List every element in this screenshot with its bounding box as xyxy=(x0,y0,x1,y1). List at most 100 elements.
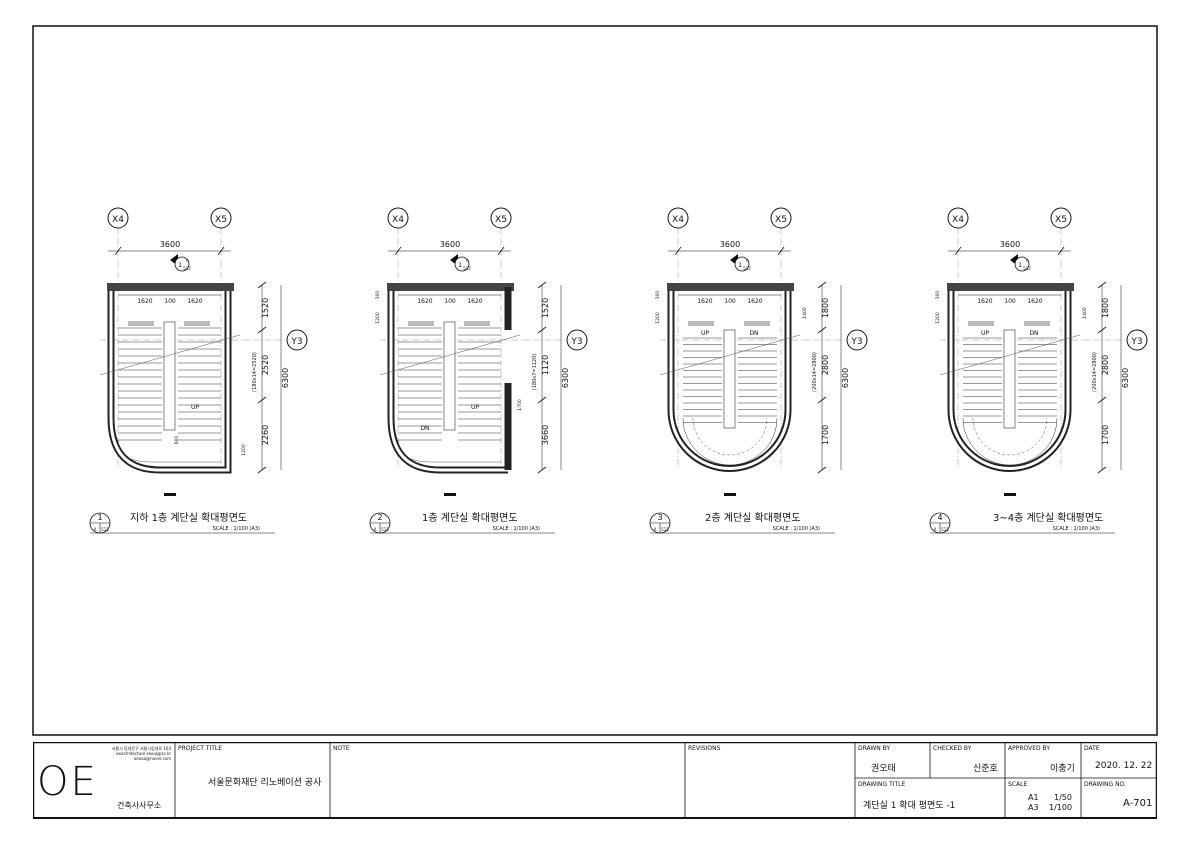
hatch-block xyxy=(968,321,994,326)
dn-label: DN xyxy=(420,425,429,432)
plan-scale: SCALE : 1/100 (A3) xyxy=(1053,526,1100,532)
dim-overall-height: 6300 xyxy=(561,368,570,388)
dn-label: DN xyxy=(749,330,758,337)
dim-tick xyxy=(954,246,962,256)
hatch-block xyxy=(688,321,714,326)
checked-by-label: CHECKED BY xyxy=(933,745,972,752)
note-label: NOTE xyxy=(333,745,350,752)
dim-tick xyxy=(537,466,547,474)
dim-right-stair: 1620 xyxy=(1027,298,1042,305)
dim-vertical: 1120 xyxy=(541,355,550,375)
section-marker xyxy=(454,256,470,272)
plan-number: 3 xyxy=(657,513,662,522)
stair-handrail-core xyxy=(443,321,456,431)
office-email: oearchitecture.seoul@ac.kr xyxy=(116,751,171,756)
plan-title: 3~4층 계단실 확대평면도 xyxy=(993,512,1103,524)
drawing-title-label: DRAWING TITLE xyxy=(858,781,906,788)
dim-vertical: 2260 xyxy=(261,425,270,445)
plan-number: 4 xyxy=(937,513,942,522)
dim-tick xyxy=(1097,396,1107,404)
revisions-label: REVISIONS xyxy=(688,745,721,752)
dim-small: 300 xyxy=(655,291,661,300)
section-marker-sheet: A xyxy=(1026,258,1029,263)
landing-line xyxy=(397,439,501,463)
drawn-by: 권오태 xyxy=(871,764,896,774)
grid-bubble-y3 xyxy=(846,329,868,351)
break-line xyxy=(659,334,801,376)
callout-sheet-no: 511 xyxy=(101,527,109,532)
office-name: 건축사사무소 xyxy=(117,801,162,810)
dim-tick xyxy=(674,246,682,256)
up-label: UP xyxy=(701,330,709,337)
dim-overall-width: 3600 xyxy=(1000,240,1020,249)
landing-arc xyxy=(962,417,1058,466)
grid-label-x4: X4 xyxy=(392,215,404,225)
dim-gap: 100 xyxy=(724,298,736,305)
grid-bubble-y3 xyxy=(566,329,588,351)
grid-label-x5: X5 xyxy=(775,215,787,225)
landing-arc xyxy=(682,417,778,466)
section-marker xyxy=(174,256,190,272)
plan-title: 1층 계단실 확대평면도 xyxy=(422,512,518,524)
landing-line xyxy=(117,439,221,463)
dim-small: 600 xyxy=(174,436,180,445)
grid-label-x5: X5 xyxy=(215,215,227,225)
section-marker-num: 1 xyxy=(458,262,462,269)
stair-handrail-core xyxy=(163,321,176,431)
dim-tick xyxy=(114,246,122,256)
callout-sheet: A xyxy=(374,527,377,532)
dim-overall-height: 6300 xyxy=(1121,368,1130,388)
dim-right-stair: 1620 xyxy=(187,298,202,305)
grid-label-y3: Y3 xyxy=(570,337,582,347)
break-line xyxy=(939,334,1081,376)
dim-left-stair: 1620 xyxy=(417,298,432,305)
section-marker-num: 1 xyxy=(1018,262,1022,269)
dim-vertical: 1520 xyxy=(261,298,270,318)
title-block: 서울시 동대문구 서울시립대로 163 oearchitecture.seoul… xyxy=(33,742,1157,819)
dim-tick xyxy=(1097,326,1107,334)
dim-small: 1400 xyxy=(802,307,808,319)
plan-title: 지하 1층 계단실 확대평면도 xyxy=(130,511,247,524)
drawing-title: 계단실 1 확대 평면도 -1 xyxy=(863,801,956,811)
project-title: 서울문화재단 리노베이션 공사 xyxy=(208,778,322,788)
section-marker-ref: 512 xyxy=(1023,266,1031,271)
hatch-block xyxy=(464,321,490,326)
project-title-label: PROJECT TITLE xyxy=(178,745,223,752)
section-marker-sheet: A xyxy=(466,258,469,263)
dim-overall-height: 6300 xyxy=(281,368,290,388)
dim-right-stair: 1620 xyxy=(467,298,482,305)
grid-label-y3: Y3 xyxy=(1130,337,1142,347)
hatch-block xyxy=(408,321,434,326)
walk-line xyxy=(972,417,1048,456)
stair-wall-core xyxy=(949,287,1070,470)
grid-bubble-y3 xyxy=(1126,329,1148,351)
plan-scale: SCALE : 1/100 (A3) xyxy=(493,526,540,532)
grid-label-y3: Y3 xyxy=(290,337,302,347)
dim-overall-width: 3600 xyxy=(160,240,180,249)
dim-left-stair: 1620 xyxy=(137,298,152,305)
dim-tick xyxy=(257,326,267,334)
dim-tick xyxy=(537,326,547,334)
approved-by-label: APPROVED BY xyxy=(1008,745,1051,752)
dim-overall-width: 3600 xyxy=(440,240,460,249)
dim-small: 1700 xyxy=(517,399,523,411)
scale-a1: A1 xyxy=(1028,793,1039,802)
hatch-block xyxy=(184,321,210,326)
dim-tick xyxy=(777,246,785,256)
dim-tick xyxy=(497,246,505,256)
hatch-block xyxy=(128,321,154,326)
checked-by: 신준호 xyxy=(973,764,998,774)
dim-overall-height: 6300 xyxy=(841,368,850,388)
hatch-block xyxy=(1024,321,1050,326)
section-marker xyxy=(734,256,750,272)
approved-by: 이충기 xyxy=(1050,764,1075,774)
break-line xyxy=(379,334,521,376)
hatch-block xyxy=(744,321,770,326)
dim-tick xyxy=(217,246,225,256)
date-label: DATE xyxy=(1084,745,1100,752)
top-beam xyxy=(387,283,514,291)
dim-vertical: 2800 xyxy=(821,355,830,375)
